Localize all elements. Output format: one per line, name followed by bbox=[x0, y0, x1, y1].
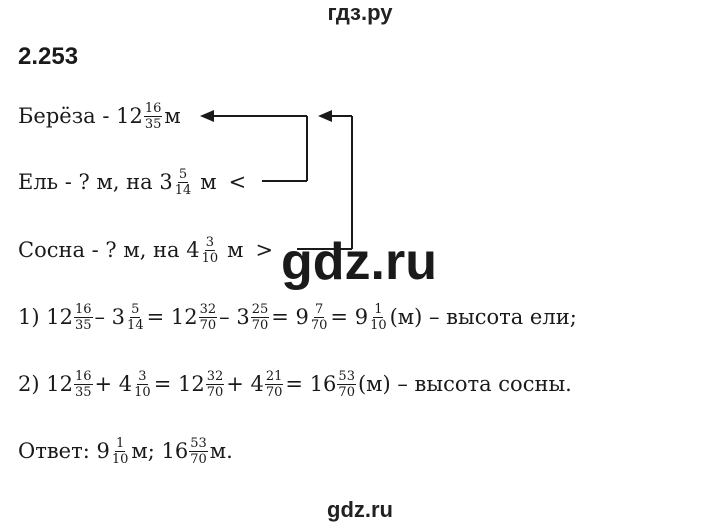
fir-fraction: 5 14 bbox=[174, 167, 193, 198]
denominator: 35 bbox=[74, 384, 92, 400]
step2-prefix: 2) 12 bbox=[18, 372, 73, 396]
step1-eq: = 9 bbox=[271, 305, 309, 329]
pine-fraction: 3 10 bbox=[201, 235, 220, 266]
arrowhead-icon bbox=[318, 110, 332, 122]
denominator: 14 bbox=[127, 317, 144, 333]
step2-eq: = 12 bbox=[153, 372, 205, 396]
fir-unit: м bbox=[200, 170, 217, 194]
numerator: 3 bbox=[204, 234, 216, 251]
line-pine: Сосна - ? м, на 4 3 10 м > bbox=[18, 230, 273, 270]
step1-op: – 3 bbox=[219, 305, 250, 329]
pine-label: Сосна - ? м, на 4 bbox=[18, 238, 200, 262]
pine-sign: > bbox=[255, 238, 274, 262]
fir-label: Ель - ? м, на 3 bbox=[18, 170, 173, 194]
numerator: 16 bbox=[143, 100, 163, 117]
answer-mid: м; 16 bbox=[131, 439, 189, 463]
step2-op: + 4 bbox=[94, 372, 133, 396]
numerator: 53 bbox=[189, 435, 208, 452]
answer-prefix: Ответ: 9 bbox=[18, 439, 110, 463]
numerator: 32 bbox=[205, 368, 225, 385]
denominator: 10 bbox=[201, 250, 219, 266]
numerator: 53 bbox=[337, 368, 356, 385]
numerator: 5 bbox=[130, 301, 141, 318]
birch-unit: м bbox=[164, 104, 181, 128]
denominator: 70 bbox=[206, 384, 224, 400]
denominator: 70 bbox=[251, 317, 269, 333]
watermark-top: гдз.ру bbox=[327, 0, 393, 25]
denominator: 70 bbox=[310, 317, 328, 333]
numerator: 21 bbox=[264, 368, 284, 385]
denominator: 10 bbox=[111, 451, 129, 467]
numerator: 1 bbox=[114, 435, 126, 452]
denominator: 10 bbox=[134, 384, 151, 400]
denominator: 70 bbox=[338, 384, 355, 400]
step2-op: + 4 bbox=[226, 372, 264, 396]
pine-unit: м bbox=[227, 238, 244, 262]
line-birch: Берёза - 12 16 35 м bbox=[18, 96, 181, 136]
step1-eq: = 12 bbox=[146, 305, 198, 329]
line-fir: Ель - ? м, на 3 5 14 м < bbox=[18, 162, 246, 202]
numerator: 32 bbox=[198, 301, 218, 318]
numerator: 1 bbox=[373, 301, 384, 318]
step1-op: – 3 bbox=[94, 305, 126, 329]
answer-suffix: м. bbox=[209, 439, 233, 463]
numerator: 25 bbox=[250, 301, 270, 318]
arrowhead-icon bbox=[200, 110, 214, 122]
denominator: 10 bbox=[370, 317, 387, 333]
step2-suffix: (м) – высота сосны. bbox=[357, 372, 572, 396]
numerator: 3 bbox=[137, 368, 148, 385]
watermark-middle: gdz.ru bbox=[281, 233, 437, 291]
birch-fraction: 16 35 bbox=[143, 100, 163, 132]
watermark-bottom: gdz.ru bbox=[327, 497, 393, 522]
birch-label: Берёза - 12 bbox=[18, 104, 143, 128]
denominator: 70 bbox=[265, 384, 283, 400]
numerator: 16 bbox=[73, 368, 93, 385]
numerator: 16 bbox=[73, 301, 93, 318]
denominator: 35 bbox=[144, 116, 162, 132]
denominator: 35 bbox=[74, 317, 92, 333]
step1-eq: = 9 bbox=[330, 305, 369, 329]
fir-sign: < bbox=[228, 170, 247, 194]
denominator: 70 bbox=[190, 451, 207, 467]
numerator: 5 bbox=[177, 166, 189, 183]
denominator: 14 bbox=[174, 182, 192, 198]
step1-prefix: 1) 12 bbox=[18, 305, 73, 329]
step2-eq: = 16 bbox=[285, 372, 337, 396]
numerator: 7 bbox=[314, 301, 325, 318]
task-number: 2.253 bbox=[18, 43, 79, 70]
denominator: 70 bbox=[199, 317, 217, 333]
step1-suffix: (м) – высота ели; bbox=[389, 305, 577, 329]
